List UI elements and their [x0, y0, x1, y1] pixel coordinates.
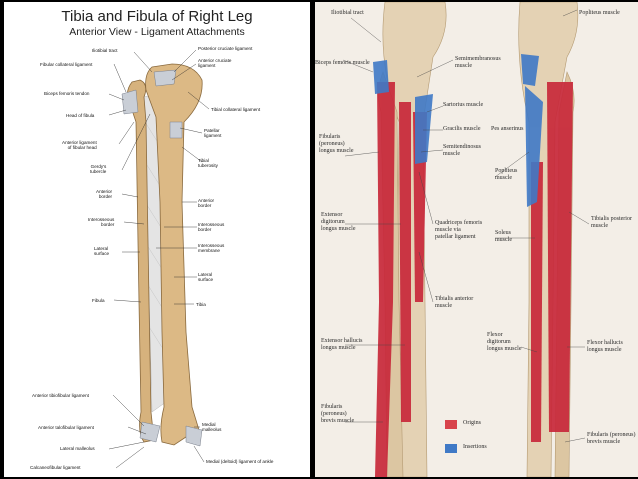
label-calcaneofibular: Calcaneofibular ligament [30, 465, 81, 470]
label-head-of-fibula: Head of fibula [66, 113, 94, 118]
label-interosseous-membrane: Interosseous membrane [198, 243, 224, 253]
label-interosseous-border-fibula: Interosseous border [88, 217, 114, 227]
legend-swatch-origins [445, 420, 457, 429]
label-iliotibial-tract-r: Iliotibial tract [331, 10, 364, 17]
label-tibia: Tibia [196, 302, 206, 307]
label-sartorius: Sartorius muscle [443, 102, 483, 109]
label-lateral-surface-tibia: Lateral surface [198, 272, 213, 282]
label-anterior-border-tibia: Anterior border [198, 198, 214, 208]
ligament-top [154, 70, 176, 86]
legend-label-origins: Origins [463, 420, 481, 426]
label-tibialis-posterior: Tibialis posterior muscle [591, 216, 632, 230]
label-extensor-digitorum: Extensor digitorum longus muscle [321, 212, 356, 233]
label-patellar-ligament: Patellar ligament [204, 128, 221, 138]
label-quadriceps: Quadriceps femoris muscle via patellar l… [435, 220, 482, 241]
label-fibularis-brevis-right: Fibularis (peroneus) brevis muscle [587, 432, 636, 446]
legend-label-insertions: Insertions [463, 444, 487, 450]
label-pes-anserinus: Pes anserinus [491, 126, 524, 133]
label-semimembranosus: Semimembranosus muscle [455, 56, 501, 70]
label-flexor-hallucis: Flexor hallucis longus muscle [587, 340, 623, 354]
label-interosseous-border-tibia: Interosseous border [198, 222, 224, 232]
ligament-patellar [170, 122, 182, 138]
label-medial-malleolus: Medial malleolus [202, 422, 221, 432]
label-anterior-cruciate: Anterior cruciate ligament [198, 58, 231, 68]
label-anterior-border-fibula: Anterior border [96, 189, 112, 199]
label-extensor-hallucis: Extensor hallucis longus muscle [321, 338, 363, 352]
label-flexor-digitorum: Flexor digitorum longus muscle [487, 332, 522, 353]
label-anterior-ligament-fibular-head: Anterior ligament of fibular head [62, 140, 97, 150]
muscle-attachments-panel: Iliotibial tract Biceps femoris muscle S… [315, 2, 638, 477]
origin-extensor-digitorum [399, 102, 411, 422]
label-lateral-surface-fibula: Lateral surface [94, 246, 109, 256]
label-iliotibial-tract: Iliotibial tract [92, 48, 118, 53]
label-lateral-malleolus: Lateral malleolus [60, 446, 95, 451]
insertion-pes-anserinus [415, 94, 433, 164]
tibia-fibula-illustration [4, 2, 310, 477]
label-fibular-collateral: Fibular collateral ligament [40, 62, 92, 67]
label-semitendinosus: Semitendinosus muscle [443, 144, 481, 158]
label-tibial-tuberosity: Tibial tuberosity [198, 158, 218, 168]
label-posterior-cruciate: Posterior cruciate ligament [198, 46, 252, 51]
label-anterior-tibiofibular: Anterior tibiofibular ligament [32, 393, 89, 398]
ligament-attachments-panel: Tibia and Fibula of Right Leg Anterior V… [4, 2, 310, 477]
insertion-biceps-femoris [373, 60, 389, 94]
label-popliteus-top: Popliteus muscle [579, 10, 620, 17]
origin-tibialis-posterior [547, 82, 573, 432]
label-tibialis-anterior: Tibialis anterior muscle [435, 296, 473, 310]
label-deltoid-ligament: Medial (deltoid) ligament of ankle [206, 459, 273, 464]
label-soleus: Soleus muscle [495, 230, 512, 244]
label-fibula: Fibula [92, 298, 105, 303]
label-popliteus: Popliteus muscle [495, 168, 517, 182]
label-gerdys-tubercle: Gerdy's tubercle [90, 164, 106, 174]
label-anterior-talofibular: Anterior talofibular ligament [38, 425, 94, 430]
label-gracilis: Gracilis muscle [443, 126, 481, 133]
label-tibial-collateral: Tibial collateral ligament [211, 107, 260, 112]
label-biceps-femoris-tendon: Biceps femoris tendon [44, 91, 89, 96]
label-biceps-femoris-muscle: Biceps femoris muscle [315, 60, 370, 67]
legend-swatch-insertions [445, 444, 457, 453]
label-fibularis-longus: Fibularis (peroneus) longus muscle [319, 134, 354, 155]
ligament-ankle-right [186, 426, 202, 446]
label-fibularis-brevis-left: Fibularis (peroneus) brevis muscle [321, 404, 354, 425]
